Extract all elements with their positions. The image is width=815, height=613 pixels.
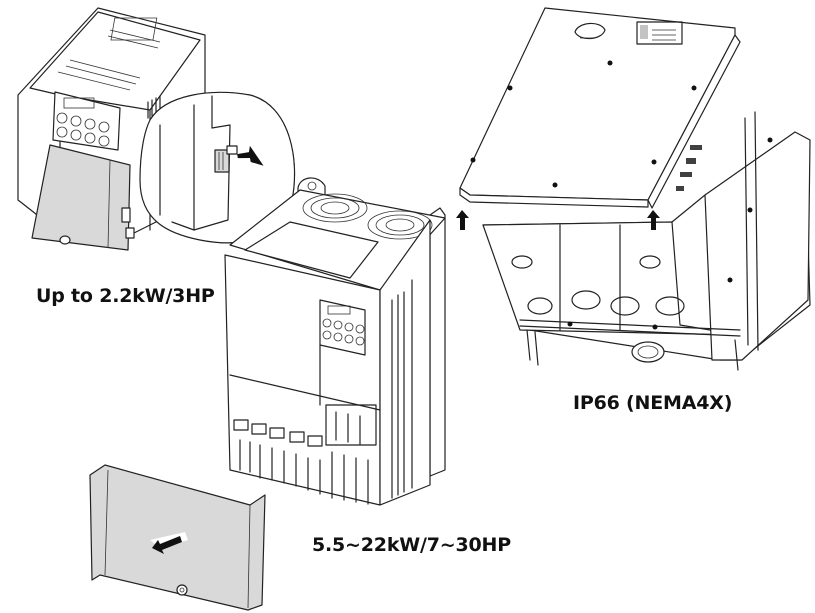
cover-screw [176, 584, 188, 596]
push-arrow-icon [237, 145, 264, 166]
medium-drive-label: 5.5~22kW/7~30HP [312, 534, 511, 556]
medium-front-cover [89, 464, 266, 611]
cover-screw [59, 235, 71, 245]
ip66-drive-illustration [456, 7, 811, 371]
small-drive-label: Up to 2.2kW/3HP [36, 285, 215, 307]
ip66-drive-label: IP66 (NEMA4X) [573, 392, 733, 414]
small-drive-illustration [17, 7, 206, 251]
medium-drive-illustration [224, 177, 446, 506]
latch-detail-callout [139, 91, 296, 244]
lift-arrow-icon [456, 210, 469, 230]
lift-arrow-icon [647, 210, 660, 230]
remove-arrow-icon [152, 536, 182, 554]
small-front-cover [31, 144, 131, 251]
